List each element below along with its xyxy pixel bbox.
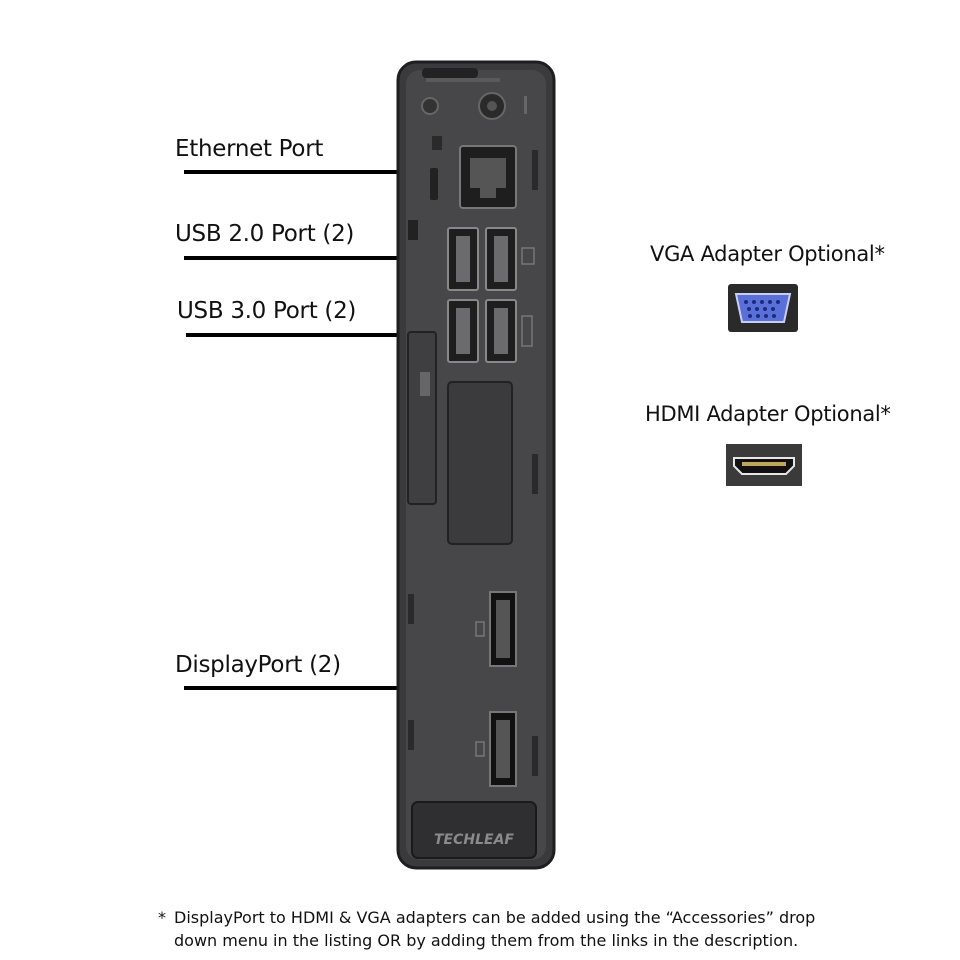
brand-logo-text: TECHLEAF — [434, 832, 514, 848]
usb2-leader-line — [184, 256, 434, 260]
usb3-port-label: USB 3.0 Port (2) — [177, 298, 357, 324]
vga-port-icon — [728, 284, 798, 332]
ethernet-port-label: Ethernet Port — [175, 136, 324, 162]
usb3-leader-line — [186, 333, 436, 337]
footnote-text: DisplayPort to HDMI & VGA adapters can b… — [174, 908, 816, 950]
ethernet-leader-line — [184, 170, 456, 174]
usb2-port-label: USB 2.0 Port (2) — [175, 221, 355, 247]
footnote: * DisplayPort to HDMI & VGA adapters can… — [158, 906, 858, 952]
displayport-label: DisplayPort (2) — [175, 652, 341, 678]
footnote-marker: * — [158, 908, 166, 927]
mini-pc-rear-panel: TECHLEAF — [396, 60, 556, 870]
hdmi-port-icon — [726, 444, 802, 486]
vga-adapter-label: VGA Adapter Optional* — [650, 242, 885, 266]
displayport-leader-line — [184, 686, 488, 690]
hdmi-adapter-label: HDMI Adapter Optional* — [645, 402, 891, 426]
